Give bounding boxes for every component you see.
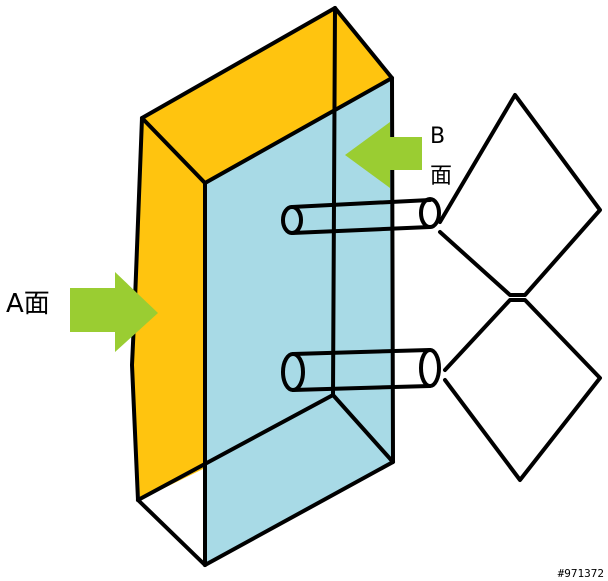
label-face-b-letter: B [430, 124, 445, 149]
box-outline [130, 6, 395, 567]
label-face-b-char: 面 [430, 164, 452, 189]
fan-blades [438, 93, 602, 482]
arrow-face-b [345, 122, 422, 188]
label-face-a: A面 [6, 289, 50, 319]
face-a [132, 120, 205, 500]
top-face [142, 8, 392, 183]
arrow-face-a [70, 272, 158, 352]
watermark: #971372 [558, 567, 604, 580]
upper-pipe [281, 197, 441, 235]
lower-pipe [281, 348, 441, 392]
face-b [205, 78, 393, 565]
